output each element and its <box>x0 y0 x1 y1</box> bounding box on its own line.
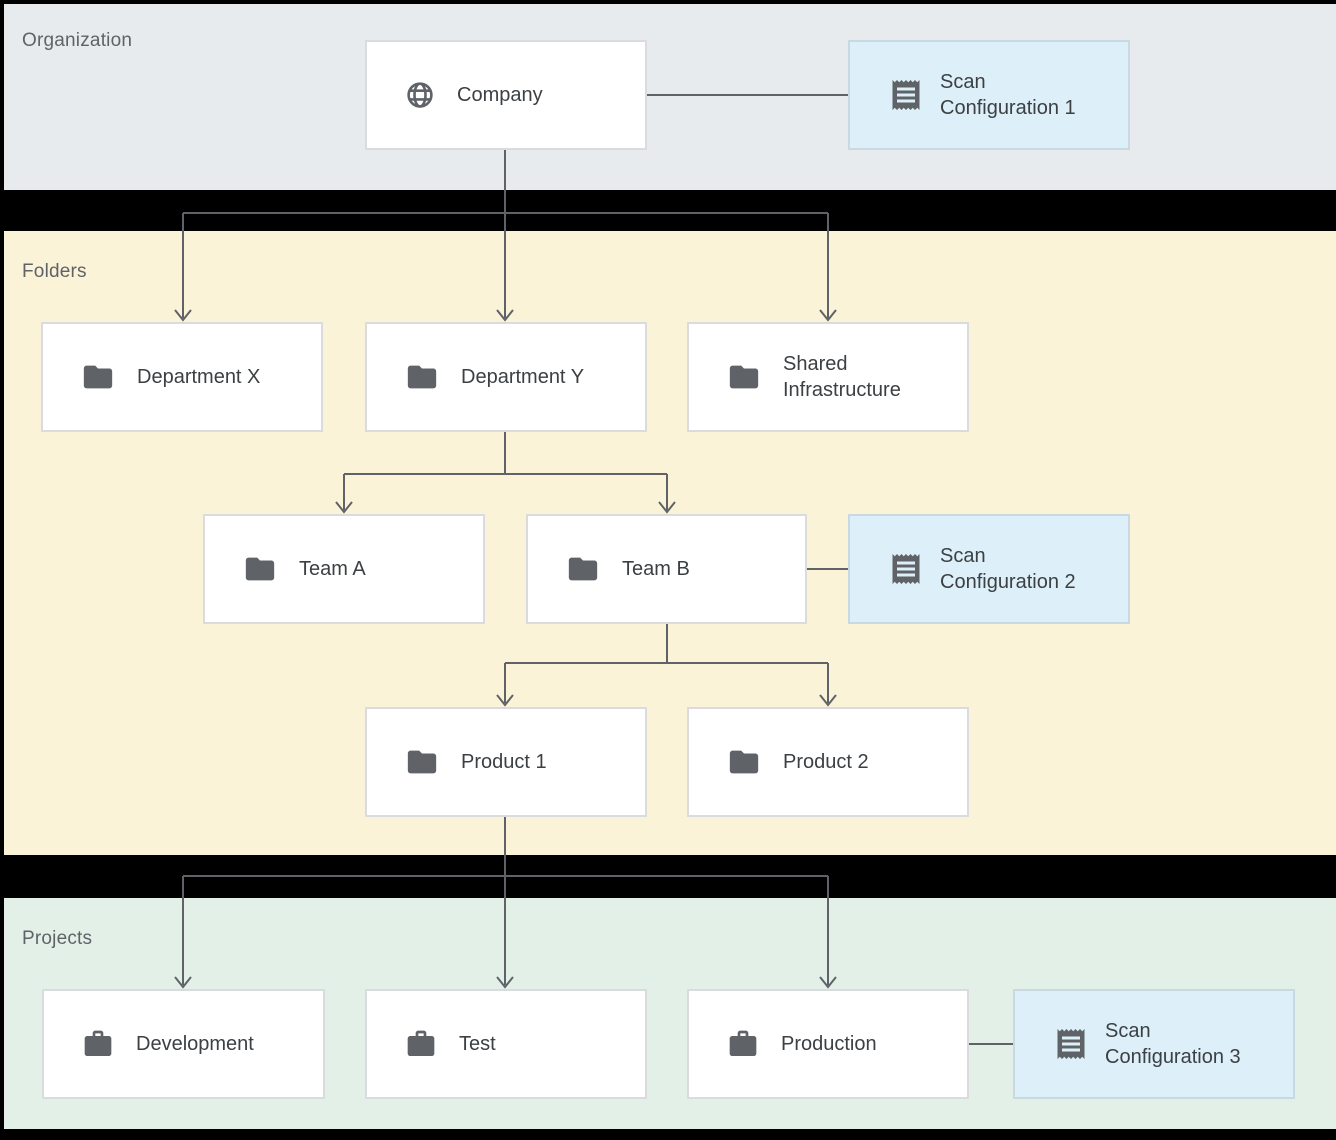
folder-icon <box>405 745 439 779</box>
node-label: Product 1 <box>461 751 547 773</box>
folder-icon <box>727 360 761 394</box>
node-label: Team A <box>299 558 366 580</box>
node-product-2: Product 2 <box>687 707 969 817</box>
node-scan-configuration-3: Scan Configuration 3 <box>1013 989 1295 1099</box>
receipt-icon <box>888 550 924 588</box>
folder-icon <box>243 552 277 586</box>
folders-band-label: Folders <box>22 261 87 282</box>
node-label: Scan Configuration 3 <box>1105 1020 1241 1068</box>
node-development: Development <box>42 989 325 1099</box>
receipt-icon <box>1053 1025 1089 1063</box>
briefcase-icon <box>82 1028 114 1060</box>
node-label: Department X <box>137 366 261 388</box>
node-test: Test <box>365 989 647 1099</box>
node-team-a: Team A <box>203 514 485 624</box>
node-department-y: Department Y <box>365 322 647 432</box>
node-product-1: Product 1 <box>365 707 647 817</box>
node-scan-configuration-1: Scan Configuration 1 <box>848 40 1130 150</box>
node-label: Scan Configuration 2 <box>940 545 1076 593</box>
node-label: Scan Configuration 1 <box>940 71 1076 119</box>
node-company: Company <box>365 40 647 150</box>
organization-band <box>4 4 1336 190</box>
node-label: Development <box>136 1033 254 1055</box>
node-scan-configuration-2: Scan Configuration 2 <box>848 514 1130 624</box>
node-label: Department Y <box>461 366 585 388</box>
node-department-x: Department X <box>41 322 323 432</box>
briefcase-icon <box>727 1028 759 1060</box>
projects-band-label: Projects <box>22 928 93 949</box>
folder-icon <box>566 552 600 586</box>
organization-band-label: Organization <box>22 30 133 51</box>
node-label: Team B <box>622 558 690 580</box>
globe-icon <box>405 80 435 110</box>
node-production: Production <box>687 989 969 1099</box>
receipt-icon <box>888 76 924 114</box>
node-team-b: Team B <box>526 514 807 624</box>
folder-icon <box>727 745 761 779</box>
node-label: Production <box>781 1033 877 1055</box>
node-label: Test <box>459 1033 496 1055</box>
node-label: Product 2 <box>783 751 869 773</box>
briefcase-icon <box>405 1028 437 1060</box>
node-label: Company <box>457 84 543 106</box>
folder-icon <box>81 360 115 394</box>
node-shared-infrastructure: Shared Infrastructure <box>687 322 969 432</box>
node-label: Shared Infrastructure <box>783 353 901 401</box>
folder-icon <box>405 360 439 394</box>
